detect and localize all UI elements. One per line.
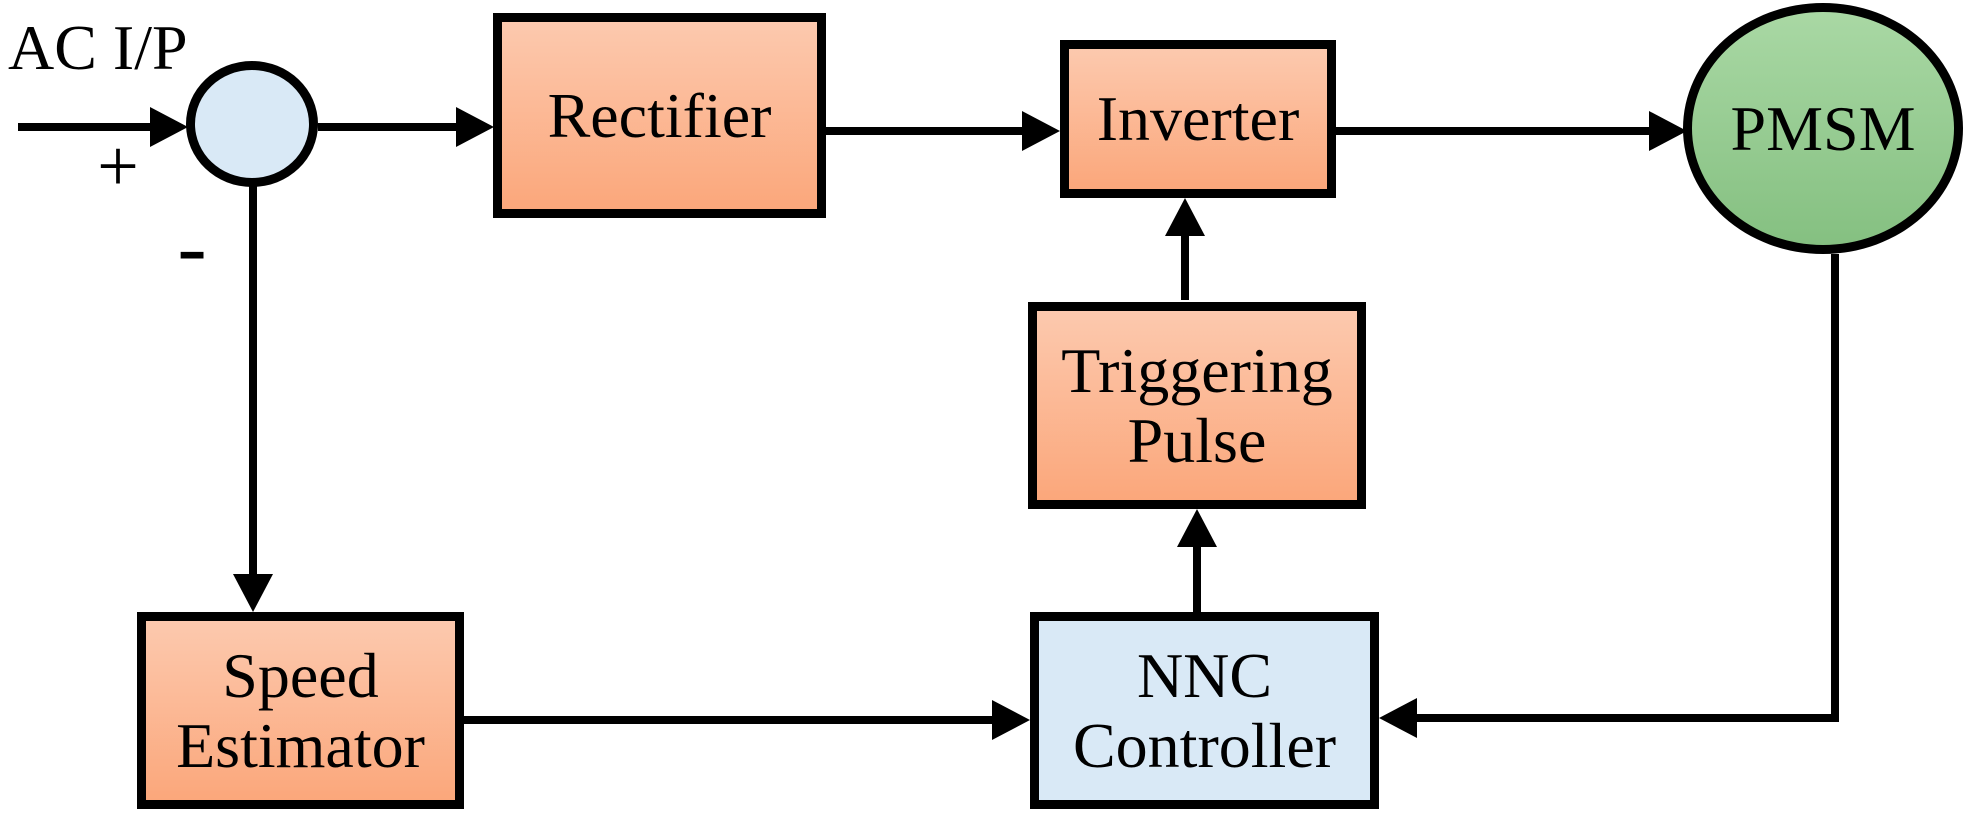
arrowhead-sum-to-speed — [233, 574, 273, 612]
arrowhead-pmsm-feedback — [1379, 698, 1417, 738]
node-speed-estimator: Speed Estimator — [137, 612, 464, 809]
arrowhead-trigger-to-inverter — [1165, 198, 1205, 236]
ac-input-label: AC I/P — [8, 12, 188, 83]
node-pmsm-label: PMSM — [1730, 92, 1916, 164]
node-pmsm: PMSM — [1683, 3, 1963, 254]
wire-pmsm-feedback — [1417, 254, 1839, 722]
node-rectifier-label: Rectifier — [547, 79, 772, 151]
sum-minus-sign: - — [177, 199, 207, 296]
sum-plus-sign: + — [97, 126, 139, 208]
node-inverter-label: Inverter — [1096, 83, 1300, 155]
node-nnc-controller-label: NNC Controller — [1072, 640, 1337, 781]
arrowhead-speed-to-nnc — [992, 700, 1030, 740]
summing-junction — [186, 61, 318, 187]
node-speed-estimator-label: Speed Estimator — [176, 640, 425, 781]
node-triggering-pulse-label: Triggering Pulse — [1061, 335, 1333, 476]
node-nnc-controller: NNC Controller — [1030, 612, 1379, 809]
arrowhead-inverter-to-pmsm — [1649, 111, 1687, 151]
arrowhead-sum-to-rectifier — [456, 107, 494, 147]
arrowhead-ac-input — [150, 107, 188, 147]
arrowhead-rectifier-to-inverter — [1022, 111, 1060, 151]
node-rectifier: Rectifier — [493, 13, 826, 218]
node-inverter: Inverter — [1060, 40, 1336, 198]
arrowhead-nnc-to-trigger — [1177, 509, 1217, 547]
node-triggering-pulse: Triggering Pulse — [1028, 302, 1366, 509]
